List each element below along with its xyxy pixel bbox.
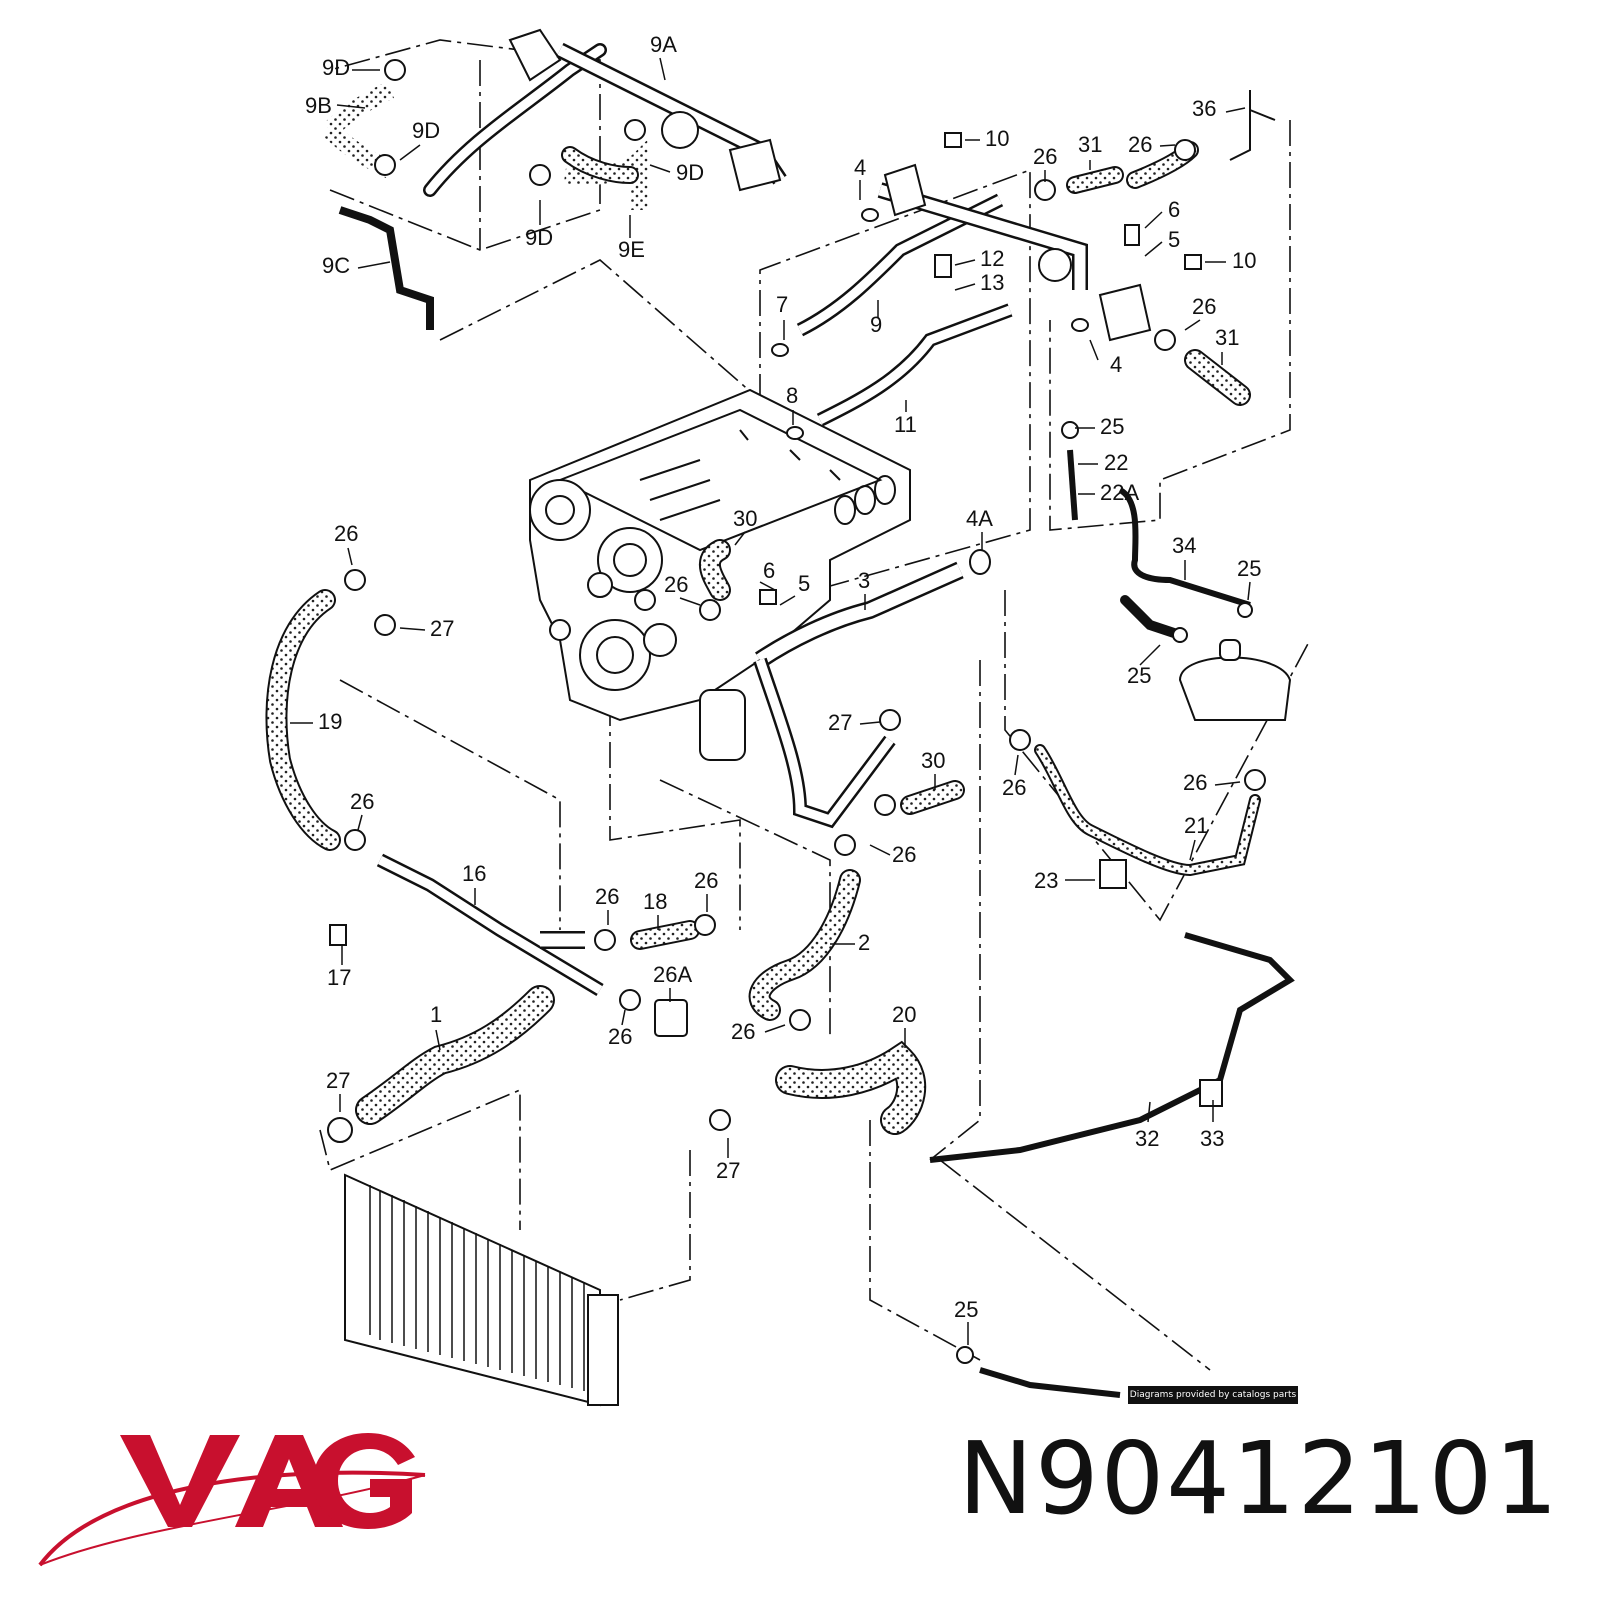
label-4A: 4A [966,506,993,531]
label-26: 26 [350,789,374,814]
label-7: 7 [776,292,788,317]
label-4: 4 [1110,352,1122,377]
label-5: 5 [798,571,810,596]
label-34: 34 [1172,533,1196,558]
label-26A: 26A [653,962,692,987]
label-3: 3 [858,568,870,593]
label-2: 2 [858,930,870,955]
label-26: 26 [892,842,916,867]
label-26: 26 [1128,132,1152,157]
label-1: 1 [430,1002,442,1027]
label-9E: 9E [618,237,645,262]
label-9D: 9D [322,55,350,80]
label-26: 26 [595,884,619,909]
label-27: 27 [326,1068,350,1093]
label-23: 23 [1034,868,1058,893]
label-9A: 9A [650,32,677,57]
label-26: 26 [694,868,718,893]
label-33: 33 [1200,1126,1224,1151]
label-8: 8 [786,383,798,408]
label-26: 26 [1033,144,1057,169]
label-26: 26 [731,1019,755,1044]
label-10: 10 [985,126,1009,151]
label-16: 16 [462,861,486,886]
clamps-and-fittings [327,59,1292,1364]
label-6: 6 [763,558,775,583]
label-19: 19 [318,709,342,734]
label-31: 31 [1215,325,1239,350]
label-9D: 9D [676,160,704,185]
label-5: 5 [1168,227,1180,252]
dashed-guide-lines [319,39,1311,1371]
part-number: N90412101 [958,1420,1560,1537]
label-26: 26 [1183,770,1207,795]
label-11: 11 [894,412,917,437]
label-25: 25 [1237,556,1261,581]
label-17: 17 [327,965,351,990]
label-22A: 22A [1100,480,1139,505]
label-27: 27 [716,1158,740,1183]
label-36: 36 [1192,96,1216,121]
label-26: 26 [1002,775,1026,800]
label-9D: 9D [412,118,440,143]
label-26: 26 [608,1024,632,1049]
label-25: 25 [1100,414,1124,439]
label-20: 20 [892,1002,916,1027]
label-32: 32 [1135,1126,1159,1151]
label-9C: 9C [322,253,350,278]
label-10: 10 [1232,248,1256,273]
label-31: 31 [1078,132,1102,157]
label-4: 4 [854,155,866,180]
label-30: 30 [733,506,757,531]
label-30: 30 [921,748,945,773]
part-labels: 9A 9D 9B 9D 9D 9D 9E 9C 10 4 26 31 26 36… [305,32,1261,1322]
label-26: 26 [664,572,688,597]
label-leader-lines [290,57,1251,1345]
label-27: 27 [430,616,454,641]
label-25: 25 [954,1297,978,1322]
label-12: 12 [980,246,1004,271]
label-21: 21 [1184,813,1208,838]
label-18: 18 [643,889,667,914]
diagram-credit: Diagrams provided by catalogs parts [1128,1386,1298,1404]
label-27: 27 [828,710,852,735]
engine-coolant-pipes [753,163,1152,829]
label-22: 22 [1104,450,1128,475]
label-13: 13 [980,270,1004,295]
coolant-hoses [265,141,1261,1135]
radiator [344,1173,619,1407]
label-9: 9 [870,312,882,337]
label-25: 25 [1127,663,1151,688]
label-26: 26 [1192,294,1216,319]
label-6: 6 [1168,197,1180,222]
label-26: 26 [334,521,358,546]
bottom-coolant-pipes [376,487,1295,1398]
label-9D: 9D [525,225,553,250]
label-9B: 9B [305,93,332,118]
vag-logo [38,1433,426,1567]
